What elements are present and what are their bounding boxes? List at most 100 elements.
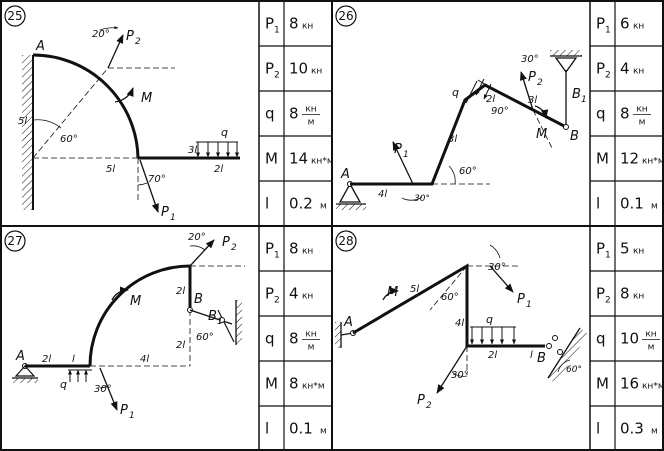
length-2l: 2l bbox=[486, 94, 495, 105]
point-A: A bbox=[35, 39, 45, 54]
problem-number: 25 bbox=[7, 9, 22, 23]
table-unit: кн bbox=[633, 67, 644, 77]
table-value: 0.1 bbox=[620, 195, 644, 213]
table-symbol: q bbox=[596, 330, 606, 348]
problem-28-diagram: 28 bbox=[335, 230, 588, 411]
beam bbox=[350, 83, 567, 186]
table-symbol: P bbox=[265, 60, 274, 78]
table-value: 8 bbox=[620, 285, 630, 303]
point-B1: B bbox=[208, 309, 217, 324]
table-unit: м bbox=[320, 427, 327, 437]
table-unit-den: м bbox=[648, 343, 655, 353]
problem-number: 27 bbox=[7, 234, 22, 248]
table-value: 4 bbox=[289, 285, 299, 303]
table-value: 0.2 bbox=[289, 195, 313, 213]
angle-30-bottom: 30° bbox=[414, 194, 430, 204]
angle-60: 60° bbox=[459, 166, 477, 177]
label-q: q bbox=[221, 126, 228, 139]
distributed-load-q bbox=[465, 78, 500, 104]
point-A: A bbox=[15, 349, 25, 364]
angle-90: 90° bbox=[491, 106, 509, 117]
table-unit: м bbox=[320, 202, 327, 212]
table-symbol-sub: 1 bbox=[274, 26, 280, 36]
table-symbol-sub: 2 bbox=[605, 71, 611, 81]
problem-number-circle bbox=[335, 230, 357, 252]
length-3l-inclined: 3l bbox=[448, 134, 457, 145]
table-value: 10 bbox=[289, 60, 308, 78]
label-P2: P bbox=[126, 29, 134, 44]
label-M: M bbox=[130, 294, 141, 309]
length-4l: 4l bbox=[455, 318, 464, 329]
length-l: l bbox=[530, 350, 533, 361]
point-B: B bbox=[570, 129, 579, 144]
table-unit: м bbox=[651, 427, 658, 437]
point-B: B bbox=[194, 292, 203, 307]
moment-M bbox=[111, 286, 129, 301]
length-2l: 2l bbox=[488, 350, 497, 361]
table-unit: кн bbox=[302, 292, 313, 302]
table-symbol-sub: 1 bbox=[605, 26, 611, 36]
table-value: 6 bbox=[620, 15, 630, 33]
table-unit-num: кн bbox=[305, 105, 316, 115]
table-value: 8 bbox=[289, 15, 299, 33]
problem-number: 26 bbox=[338, 9, 353, 23]
problem-number-circle bbox=[4, 5, 26, 27]
angle-60-support: 60° bbox=[566, 365, 582, 375]
problem-number: 28 bbox=[338, 234, 353, 248]
label-P2: P bbox=[528, 70, 536, 85]
length-l: l bbox=[72, 354, 75, 365]
angle-30-top: 30° bbox=[521, 54, 539, 65]
table-symbol-sub: 1 bbox=[605, 251, 611, 261]
label-P2: P bbox=[417, 393, 425, 408]
table-value: 14 bbox=[289, 150, 308, 168]
point-A: A bbox=[340, 167, 350, 182]
angle-70: 70° bbox=[148, 174, 166, 185]
table-unit: кн*м bbox=[302, 382, 325, 392]
table-value: 5 bbox=[620, 240, 630, 258]
table-unit: кн*м bbox=[642, 382, 664, 392]
point-A: A bbox=[343, 315, 353, 330]
label-P1: P bbox=[517, 292, 525, 307]
beam-arc bbox=[32, 53, 140, 159]
label-P2-sub: 2 bbox=[135, 37, 141, 47]
table-unit-den: м bbox=[308, 343, 315, 353]
table-unit: кн bbox=[633, 22, 644, 32]
moment-M bbox=[382, 287, 399, 301]
length-2l-upper: 2l bbox=[176, 286, 185, 297]
table-value: 0.3 bbox=[620, 420, 644, 438]
table-value: 10 bbox=[620, 330, 639, 348]
table-unit: кн bbox=[302, 22, 313, 32]
point-B: B bbox=[537, 351, 546, 366]
table-unit: кн bbox=[633, 247, 644, 257]
label-P2-sub: 2 bbox=[231, 243, 237, 253]
table-symbol: q bbox=[265, 105, 275, 123]
table-value: 8 bbox=[289, 105, 299, 123]
table-symbol-sub: 2 bbox=[274, 71, 280, 81]
table-value: 8 bbox=[289, 240, 299, 258]
point-B1-sub: 1 bbox=[217, 317, 223, 327]
table-unit: м bbox=[651, 202, 658, 212]
table-symbol: P bbox=[596, 285, 605, 303]
table-symbol: M bbox=[265, 150, 278, 168]
table-unit-num: кн bbox=[305, 330, 316, 340]
problem-number-circle bbox=[4, 230, 26, 252]
force-P2 bbox=[436, 345, 468, 394]
label-P1: P bbox=[394, 142, 402, 157]
label-M: M bbox=[141, 91, 152, 106]
label-P1: P bbox=[161, 205, 169, 220]
table-symbol: P bbox=[596, 15, 605, 33]
distributed-load-q bbox=[196, 141, 239, 158]
table-symbol: q bbox=[265, 330, 275, 348]
length-2l-left: 2l bbox=[42, 354, 51, 365]
label-M: M bbox=[387, 285, 398, 300]
length-2l: 2l bbox=[214, 164, 223, 175]
point-B1: B bbox=[572, 87, 581, 102]
label-q: q bbox=[60, 378, 67, 391]
table-unit-num: кн bbox=[636, 105, 647, 115]
table-unit: кн*м bbox=[642, 157, 664, 167]
force-P1 bbox=[99, 367, 118, 411]
